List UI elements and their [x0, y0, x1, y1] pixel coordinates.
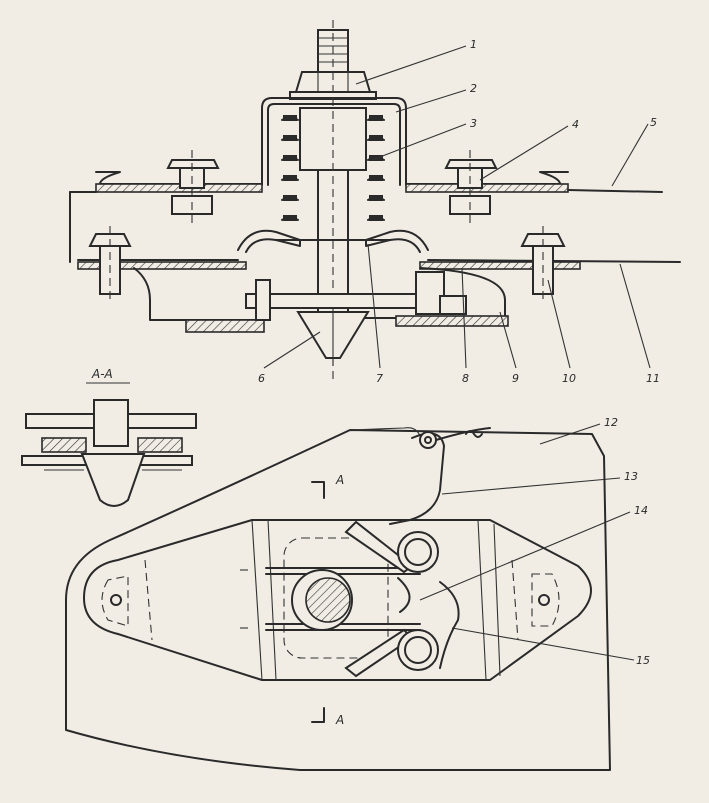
callout-4: 4 — [572, 118, 579, 131]
bottom-bracket — [133, 267, 506, 321]
mount-hole-left — [101, 559, 153, 641]
cross-section-view: 1 2 3 4 5 6 7 8 9 10 11 12 13 14 15 — [69, 20, 681, 667]
body-outline — [65, 429, 611, 771]
svg-text:A: A — [335, 713, 344, 727]
callout-9: 9 — [512, 372, 519, 385]
callout-8: 8 — [462, 372, 469, 385]
flange-bolt-right — [444, 150, 498, 225]
link-arm — [389, 432, 445, 525]
coil-spring — [281, 115, 385, 221]
callout-10: 10 — [562, 372, 576, 385]
callouts: 1 2 3 4 5 6 7 8 9 10 11 12 13 14 15 — [258, 38, 660, 667]
body-panel — [69, 189, 663, 193]
callout-2: 2 — [470, 82, 477, 95]
section-mark-top: A — [311, 473, 344, 499]
callout-7: 7 — [376, 372, 383, 385]
callout-15: 15 — [636, 654, 650, 667]
mount-hole-right — [511, 559, 560, 641]
cam-plate — [439, 581, 460, 669]
section-mark-bottom: A — [311, 707, 344, 727]
arm-pivot — [419, 431, 437, 449]
roller-upper — [397, 531, 439, 573]
plan-view: A A — [65, 427, 611, 771]
spring-cap — [261, 97, 407, 186]
lower-bolt-left — [88, 226, 132, 302]
roller-lower — [397, 629, 439, 671]
callout-3: 3 — [470, 117, 477, 130]
callout-12: 12 — [604, 416, 618, 429]
callout-6: 6 — [258, 372, 265, 385]
section-conical-pin — [80, 453, 146, 507]
section-title: A-A — [91, 367, 113, 381]
callout-14: 14 — [634, 504, 648, 517]
svg-text:A: A — [335, 473, 344, 487]
cable — [435, 427, 491, 441]
leader-lines — [263, 45, 651, 661]
callout-1: 1 — [470, 38, 477, 51]
flange-bolt-left — [166, 150, 220, 225]
spring-seat — [237, 229, 301, 253]
mounting-plate — [83, 519, 592, 681]
callout-5: 5 — [650, 116, 657, 129]
callout-11: 11 — [646, 372, 660, 385]
callout-13: 13 — [624, 470, 638, 483]
section-a-a-view: A-A — [21, 367, 197, 507]
